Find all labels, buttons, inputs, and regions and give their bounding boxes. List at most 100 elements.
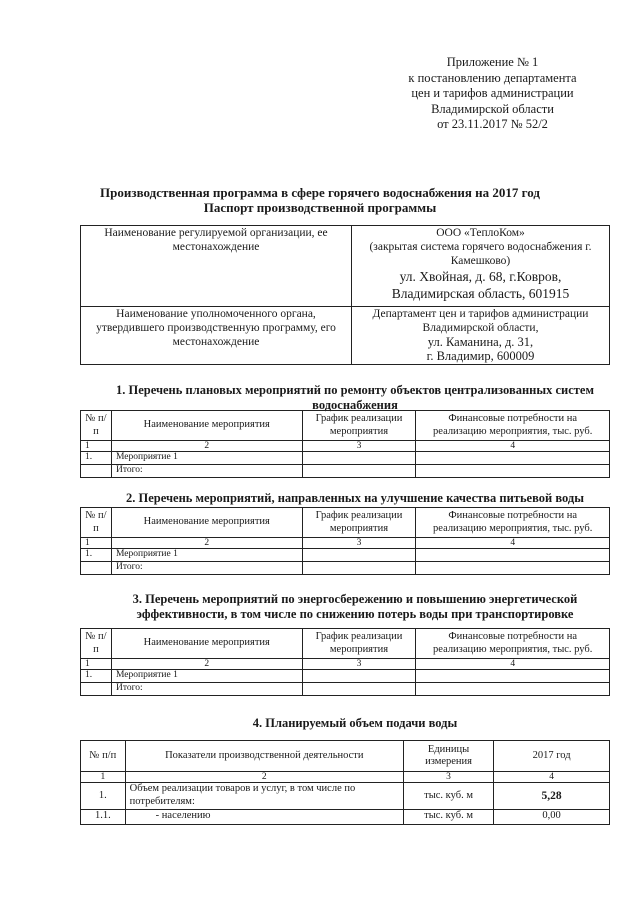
appendix-header: Приложение № 1 к постановлению департаме… — [400, 55, 585, 133]
total-schedule — [301, 682, 417, 696]
vol-header-unit: Единицы измерения — [402, 740, 495, 772]
total-schedule — [301, 561, 417, 575]
vol-row-unit: тыс. куб. м — [402, 809, 495, 825]
appendix-line-1: Приложение № 1 — [446, 55, 539, 69]
row-schedule — [301, 669, 417, 683]
section-2-title: 2. Перечень мероприятий, направленных на… — [126, 491, 584, 505]
passport-org-value: ООО «ТеплоКом» (закрытая система горячег… — [351, 225, 610, 307]
row-finance — [415, 669, 610, 683]
vol-header-indicator: Показатели производственной деятельности — [124, 740, 404, 772]
col-header-name: Наименование мероприятия — [110, 410, 303, 441]
col-number-2: 2 — [110, 658, 303, 670]
section-1-table: № п/п Наименование мероприятия График ре… — [80, 410, 610, 478]
appendix-line-3: цен и тарифов администрации — [411, 86, 574, 100]
row-name: Мероприятие 1 — [110, 451, 303, 465]
passport-authority-label: Наименование уполномоченного органа, утв… — [80, 306, 352, 365]
vol-row-unit: тыс. куб. м — [402, 782, 495, 810]
col-header-name: Наименование мероприятия — [110, 628, 303, 659]
table-row: 1. Мероприятие 1 — [80, 451, 610, 465]
col-header-num: № п/п — [80, 507, 112, 538]
table-row: 1. Мероприятие 1 — [80, 548, 610, 562]
col-number-4: 4 — [415, 440, 610, 452]
vol-row-indicator: Объем реализации товаров и услуг, в том … — [124, 782, 404, 810]
document-title: Производственная программа в сфере горяч… — [100, 185, 540, 200]
total-num — [80, 464, 112, 478]
passport-authority-value: Департамент цен и тарифов администрации … — [351, 306, 610, 365]
appendix-line-4: Владимирской области — [431, 101, 554, 116]
total-label: Итого: — [110, 464, 303, 478]
col-number-3: 3 — [301, 658, 417, 670]
section-2-table: № п/п Наименование мероприятия График ре… — [80, 507, 610, 575]
col-header-schedule: График реализации мероприятия — [301, 410, 417, 441]
table-row: 1. Объем реализации товаров и услуг, в т… — [80, 782, 610, 810]
volume-table: № п/п Показатели производственной деятел… — [80, 740, 610, 825]
col-number-4: 4 — [415, 658, 610, 670]
col-number-3: 3 — [301, 440, 417, 452]
col-header-finance: Финансовые потребности на реализацию мер… — [415, 507, 610, 538]
col-header-num: № п/п — [80, 628, 112, 659]
vol-col-number-1: 1 — [80, 771, 126, 783]
row-num: 1. — [80, 451, 112, 465]
col-number-1: 1 — [80, 658, 112, 670]
passport-authority-address-2: г. Владимир, 600009 — [426, 349, 535, 363]
col-number-1: 1 — [80, 440, 112, 452]
col-header-schedule: График реализации мероприятия — [301, 628, 417, 659]
passport-org-label: Наименование регулируемой организации, е… — [80, 225, 352, 307]
total-row: Итого: — [80, 561, 610, 575]
col-number-2: 2 — [110, 537, 303, 549]
vol-row-value: 5,28 — [493, 782, 610, 810]
section-3-title: 3. Перечень мероприятий по энергосбереже… — [95, 592, 615, 622]
section-3-title-line-1: 3. Перечень мероприятий по энергосбереже… — [132, 592, 578, 606]
passport-authority-name: Департамент цен и тарифов администрации … — [372, 308, 589, 334]
row-schedule — [301, 451, 417, 465]
col-header-finance: Финансовые потребности на реализацию мер… — [415, 410, 610, 441]
passport-org-system: (закрытая система горячего водоснабжения… — [369, 241, 592, 267]
total-finance — [415, 682, 610, 696]
section-3-title-line-2: эффективности, в том числе по снижению п… — [136, 607, 574, 621]
total-finance — [415, 464, 610, 478]
vol-row-num: 1. — [80, 782, 126, 810]
col-number-1: 1 — [80, 537, 112, 549]
col-number-2: 2 — [110, 440, 303, 452]
row-num: 1. — [80, 548, 112, 562]
vol-col-number-3: 3 — [402, 771, 495, 783]
row-schedule — [301, 548, 417, 562]
passport-org-name: ООО «ТеплоКом» — [436, 227, 525, 239]
row-name: Мероприятие 1 — [110, 548, 303, 562]
col-header-finance: Финансовые потребности на реализацию мер… — [415, 628, 610, 659]
row-name: Мероприятие 1 — [110, 669, 303, 683]
section-3-table: № п/п Наименование мероприятия График ре… — [80, 628, 610, 696]
col-number-3: 3 — [301, 537, 417, 549]
vol-row-value: 0,00 — [493, 809, 610, 825]
appendix-line-2: к постановлению департамента — [408, 70, 577, 85]
section-1-title: 1. Перечень плановых мероприятий по ремо… — [116, 383, 594, 412]
vol-header-num: № п/п — [80, 740, 126, 772]
col-header-num: № п/п — [80, 410, 112, 441]
document-subtitle: Паспорт производственной программы — [203, 200, 437, 215]
passport-org-address-1: ул. Хвойная, д. 68, г.Ковров, — [399, 269, 562, 284]
total-label: Итого: — [110, 561, 303, 575]
vol-col-number-2: 2 — [124, 771, 404, 783]
total-row: Итого: — [80, 464, 610, 478]
col-header-schedule: График реализации мероприятия — [301, 507, 417, 538]
row-finance — [415, 548, 610, 562]
vol-header-year: 2017 год — [493, 740, 610, 772]
section-4-title: 4. Планируемый объем подачи воды — [252, 716, 458, 730]
passport-table: Наименование регулируемой организации, е… — [80, 225, 610, 365]
row-finance — [415, 451, 610, 465]
appendix-line-5: от 23.11.2017 № 52/2 — [437, 117, 548, 131]
total-num — [80, 561, 112, 575]
vol-row-num: 1.1. — [80, 809, 126, 825]
total-label: Итого: — [110, 682, 303, 696]
col-number-4: 4 — [415, 537, 610, 549]
table-row: 1.1. - населению тыс. куб. м 0,00 — [80, 809, 610, 825]
passport-org-address-2: Владимирская область, 601915 — [391, 286, 570, 301]
total-row: Итого: — [80, 682, 610, 696]
table-row: 1. Мероприятие 1 — [80, 669, 610, 683]
vol-col-number-4: 4 — [493, 771, 610, 783]
total-schedule — [301, 464, 417, 478]
passport-authority-address-1: ул. Каманина, д. 31, — [427, 335, 534, 349]
total-num — [80, 682, 112, 696]
vol-row-indicator: - населению — [124, 809, 404, 825]
total-finance — [415, 561, 610, 575]
